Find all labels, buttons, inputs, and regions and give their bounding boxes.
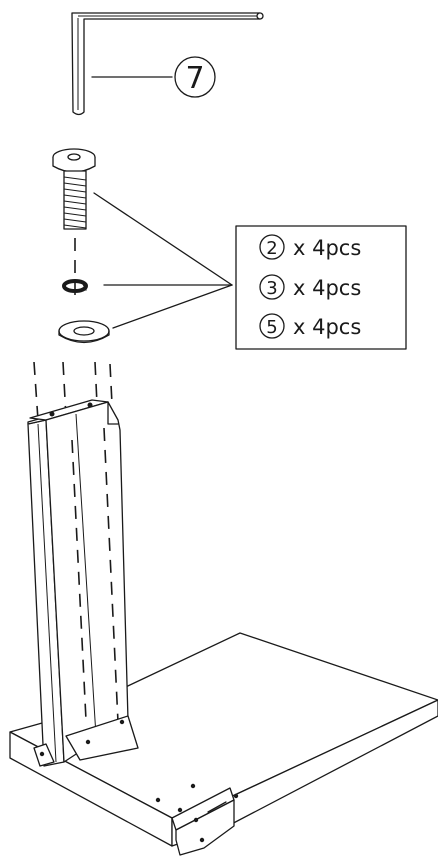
part-number-2: 3 <box>266 278 277 299</box>
tool-number-circle <box>174 56 216 98</box>
tool-number: 7 <box>185 61 204 96</box>
parts-callout-box: 2 x 4pcs 3 x 4pcs 5 x 4pcs <box>235 225 407 350</box>
bolt-icon <box>52 148 96 230</box>
part-number-3: 5 <box>266 317 277 338</box>
parts-leader-lines <box>93 192 233 329</box>
flat-washer-icon <box>58 320 110 344</box>
part-number-1: 2 <box>266 238 277 259</box>
leg-column <box>27 399 139 767</box>
part-quantity-2: x 4pcs <box>293 276 361 300</box>
part-row-2: 3 x 4pcs <box>259 274 361 300</box>
part-row-1: 2 x 4pcs <box>259 234 361 260</box>
spring-washer-icon <box>62 279 88 293</box>
allen-key-icon <box>71 12 264 116</box>
tool-callout: 7 <box>174 56 216 98</box>
part-row-3: 5 x 4pcs <box>259 313 361 339</box>
part-quantity-1: x 4pcs <box>293 236 361 260</box>
part-quantity-3: x 4pcs <box>293 315 361 339</box>
